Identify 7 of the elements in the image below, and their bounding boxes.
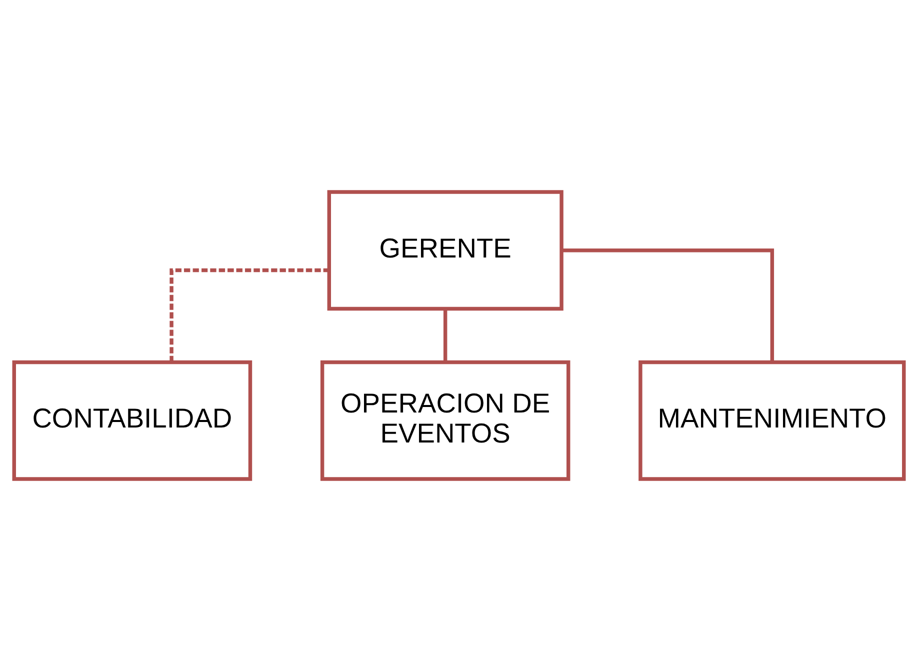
node-box: MANTENIMIENTO (638, 360, 906, 480)
connector (442, 308, 447, 362)
node-box: GERENTE (326, 190, 563, 310)
node-box: CONTABILIDAD (12, 360, 252, 480)
node-box: OPERACION DE EVENTOS (320, 360, 570, 480)
connector (169, 268, 328, 362)
connector (561, 248, 774, 362)
